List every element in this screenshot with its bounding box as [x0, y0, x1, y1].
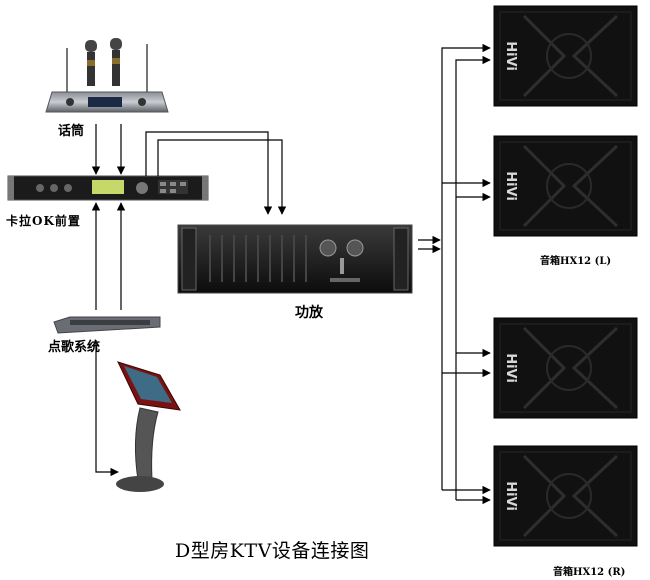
song-system-label: 点歌系统 — [48, 340, 101, 355]
speaker-left-label: 音箱HX12 (L) — [540, 256, 612, 267]
karaoke-preamp-icon — [7, 175, 209, 201]
power-amplifier-icon — [177, 224, 413, 294]
wireless-microphone-receiver-icon — [45, 38, 169, 113]
speaker-brand-logo: HiVi — [503, 171, 518, 201]
preamp-label: 卡拉OK前置 — [6, 214, 81, 228]
speaker-cabinet-icon: HiVi — [493, 317, 638, 419]
speaker-cabinet-icon: HiVi — [493, 135, 638, 237]
amplifier-label: 功放 — [295, 305, 323, 321]
diagram-title: D型房KTV设备连接图 — [175, 540, 370, 562]
microphone-label: 话筒 — [58, 124, 85, 139]
speaker-brand-logo: HiVi — [503, 41, 518, 71]
speaker-brand-logo: HiVi — [503, 481, 518, 511]
touch-screen-kiosk-icon — [116, 361, 181, 492]
speaker-brand-logo: HiVi — [503, 353, 518, 383]
connection-lines — [91, 43, 491, 505]
speaker-right-label: 音箱HX12 (R) — [553, 567, 626, 578]
song-request-system-icon — [53, 316, 161, 334]
speaker-cabinet-icon: HiVi — [493, 5, 638, 107]
speaker-cabinet-icon: HiVi — [493, 445, 638, 547]
